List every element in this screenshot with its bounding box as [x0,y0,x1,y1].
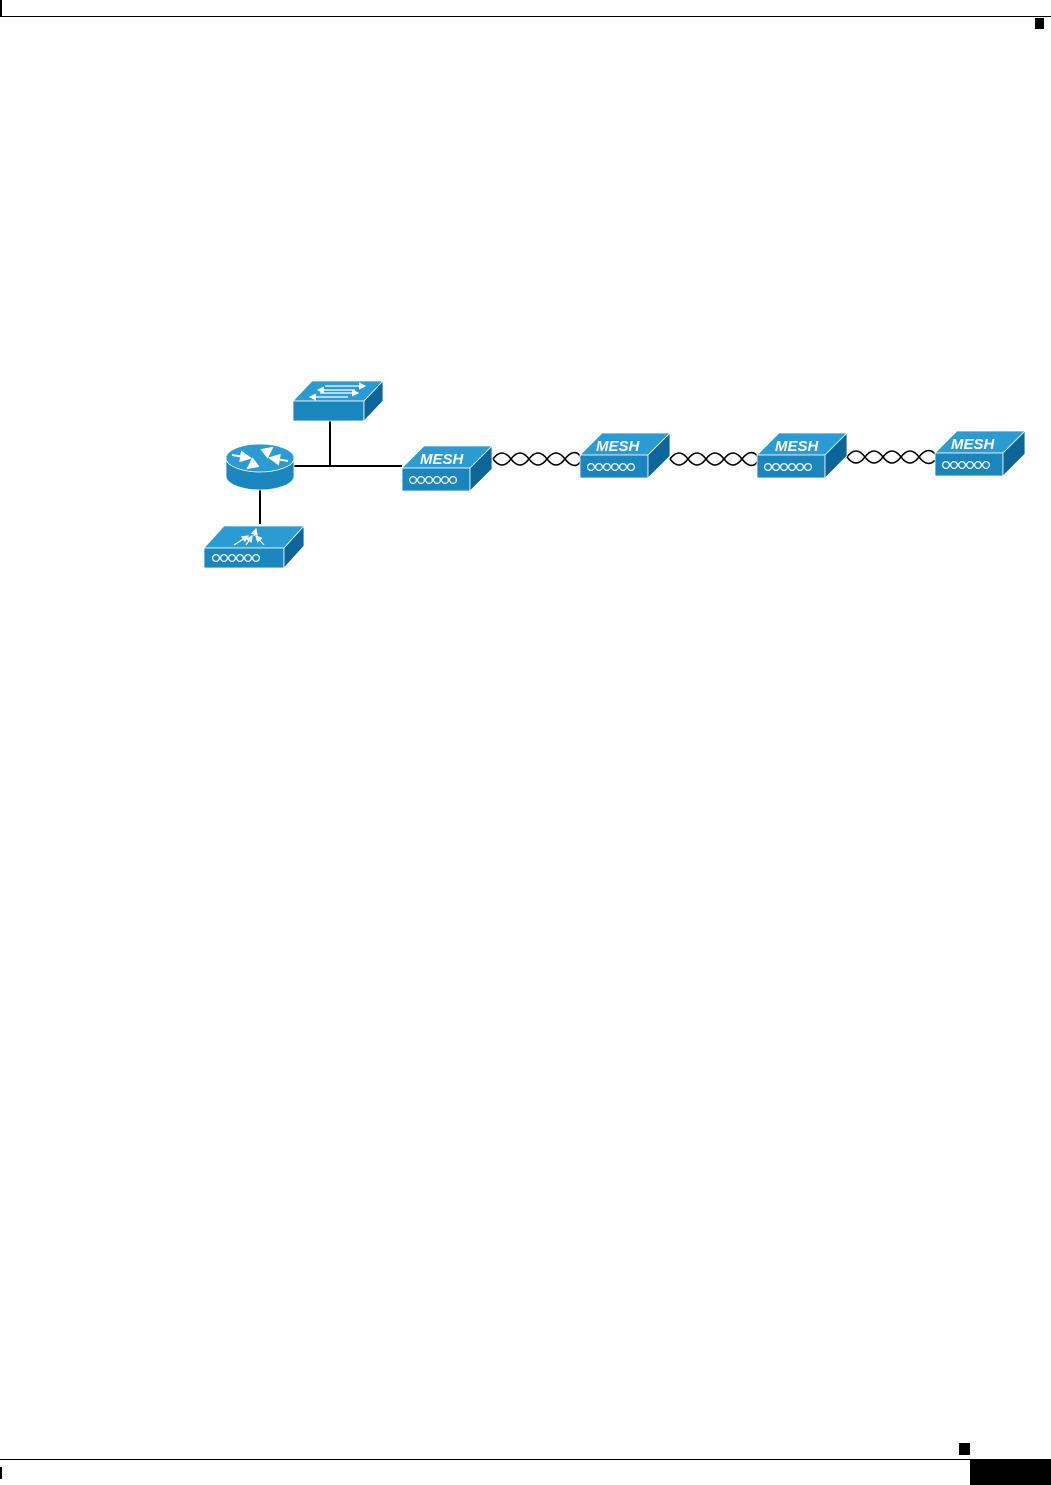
router-icon [226,444,294,490]
wireless-link-2-3 [670,453,757,466]
wireless-lan-controller-icon [204,526,304,568]
mesh-access-point-icon: MESH [402,446,492,491]
mesh-access-point-icon: MESH [935,431,1025,476]
mesh-access-point-icon: MESH [757,433,847,478]
mesh-ap-label: MESH [596,438,641,455]
mesh-ap-label: MESH [775,438,820,455]
wireless-links [493,451,935,466]
wireless-link-3-4 [847,451,935,464]
mesh-access-point-icon: MESH [580,433,670,478]
router-top [226,444,294,472]
layer2-switch-icon [293,381,383,421]
wireless-link-1-2 [493,453,580,466]
switch-front-face [293,401,364,421]
mesh-ap-label: MESH [951,436,996,453]
mesh-ap-label: MESH [420,451,465,468]
